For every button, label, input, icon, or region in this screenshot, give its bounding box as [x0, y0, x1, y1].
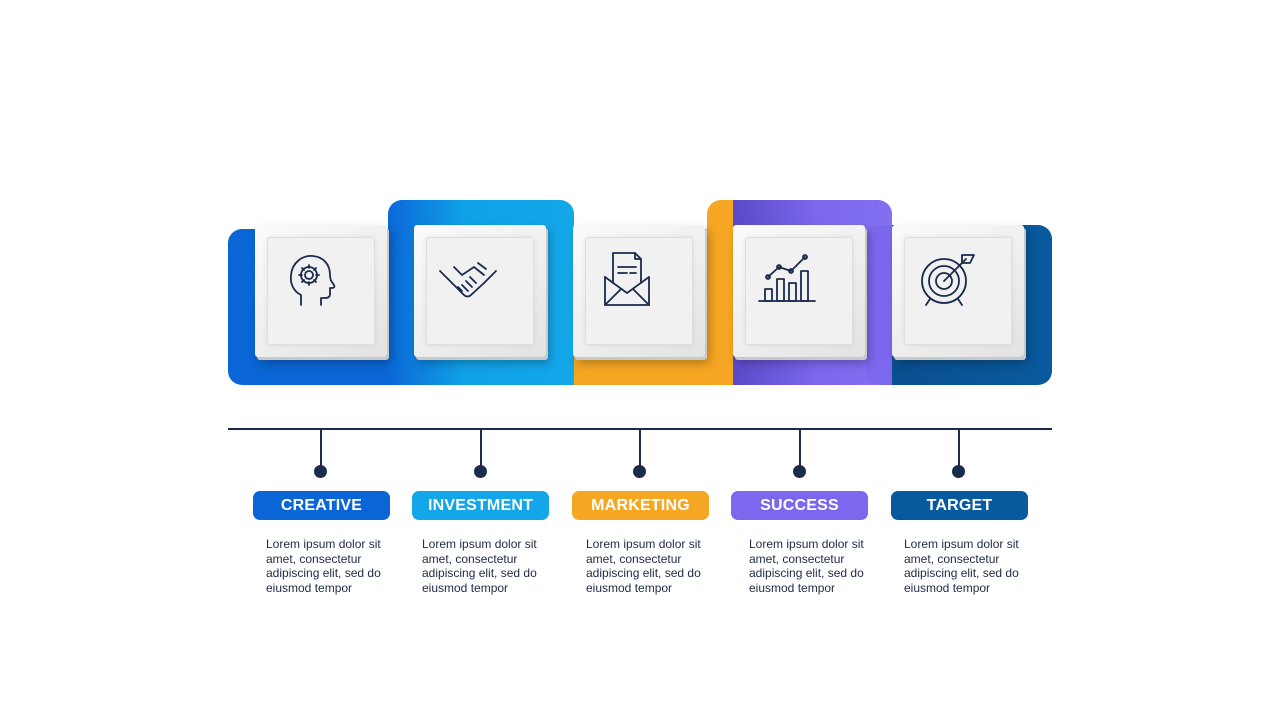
tile-inner: [745, 237, 853, 345]
label-investment: INVESTMENT: [412, 491, 549, 520]
timeline-stem: [958, 430, 960, 466]
tile-investment: [414, 225, 546, 357]
target-arrow-icon: [921, 254, 975, 306]
tile-inner: [904, 237, 1012, 345]
growth-chart-icon: [758, 254, 816, 302]
description-creative: Lorem ipsum dolor sit amet, consectetur …: [266, 537, 381, 595]
description-marketing: Lorem ipsum dolor sit amet, consectetur …: [586, 537, 701, 595]
timeline-dot: [474, 465, 487, 478]
timeline-stem: [639, 430, 641, 466]
timeline-dot: [314, 465, 327, 478]
timeline-stem: [799, 430, 801, 466]
description-success: Lorem ipsum dolor sit amet, consectetur …: [749, 537, 864, 595]
tile-creative: [255, 225, 387, 357]
timeline-stem: [320, 430, 322, 466]
description-target: Lorem ipsum dolor sit amet, consectetur …: [904, 537, 1019, 595]
timeline-dot: [793, 465, 806, 478]
timeline-line: [228, 428, 1052, 430]
tile-inner: [267, 237, 375, 345]
tile-inner: [585, 237, 693, 345]
envelope-document-icon: [604, 252, 650, 306]
handshake-icon: [439, 262, 497, 298]
tile-target: [892, 225, 1024, 357]
timeline-dot: [633, 465, 646, 478]
label-marketing: MARKETING: [572, 491, 709, 520]
label-success: SUCCESS: [731, 491, 868, 520]
label-creative: CREATIVE: [253, 491, 390, 520]
timeline-stem: [480, 430, 482, 466]
tile-marketing: [573, 225, 705, 357]
head-gear-icon: [289, 255, 336, 306]
label-target: TARGET: [891, 491, 1028, 520]
timeline-dot: [952, 465, 965, 478]
description-investment: Lorem ipsum dolor sit amet, consectetur …: [422, 537, 537, 595]
tile-inner: [426, 237, 534, 345]
tile-success: [733, 225, 865, 357]
